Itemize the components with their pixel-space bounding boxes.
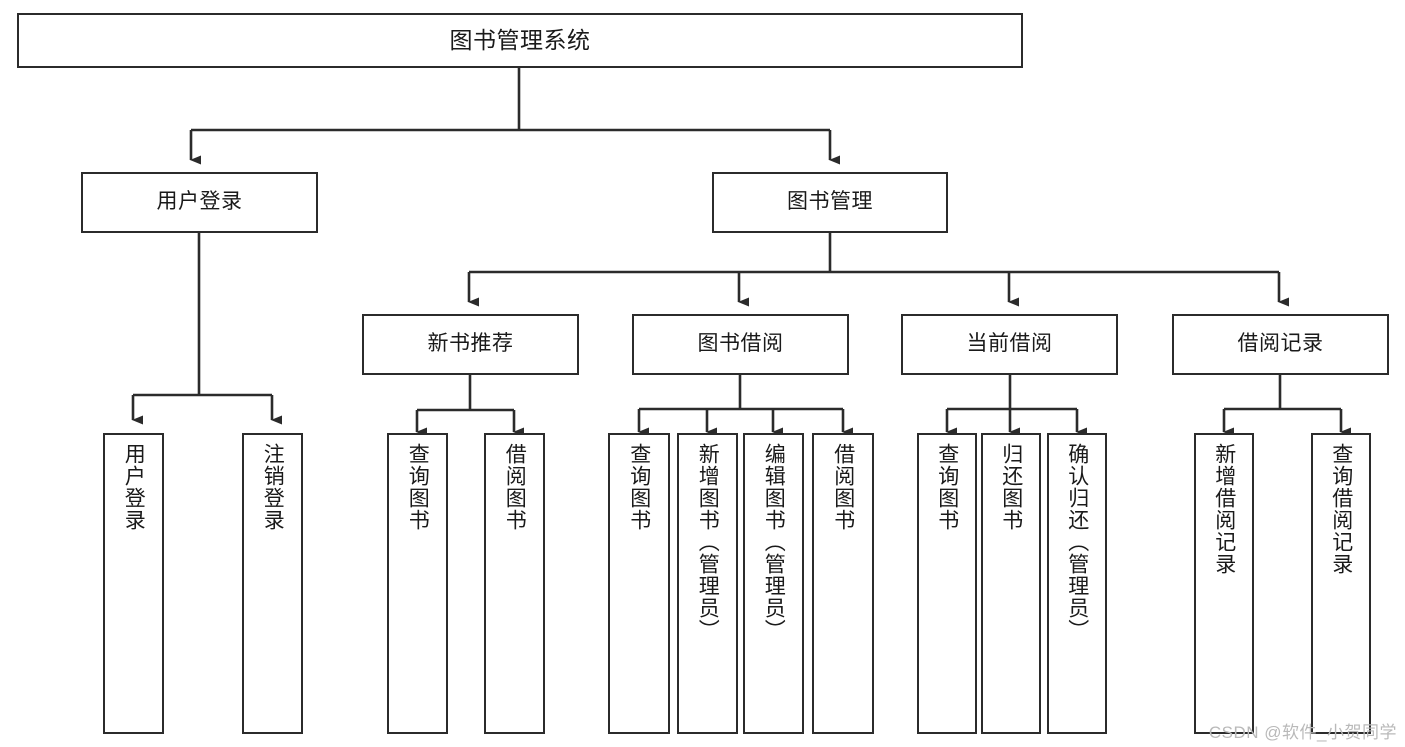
- leaf-current-borrow-query[interactable]: 查询图书: [917, 433, 977, 734]
- leaf-label: 新增图书（管理员）: [696, 443, 720, 641]
- leaf-borrow-record-add[interactable]: 新增借阅记录: [1194, 433, 1254, 734]
- node-book-borrow[interactable]: 图书借阅: [632, 314, 849, 375]
- leaf-label: 借阅图书: [831, 443, 855, 531]
- node-book-management[interactable]: 图书管理: [712, 172, 948, 233]
- node-root-label: 图书管理系统: [449, 27, 591, 54]
- leaf-book-borrow-edit[interactable]: 编辑图书（管理员）: [743, 433, 804, 734]
- node-new-book-recommend-label: 新书推荐: [427, 332, 514, 356]
- leaf-current-borrow-confirm-return[interactable]: 确认归还（管理员）: [1047, 433, 1107, 734]
- leaf-label: 查询图书: [627, 443, 651, 531]
- leaf-label: 用户登录: [122, 443, 146, 531]
- leaf-label: 查询借阅记录: [1329, 443, 1353, 575]
- leaf-book-borrow-add[interactable]: 新增图书（管理员）: [677, 433, 738, 734]
- leaf-book-borrow-borrow[interactable]: 借阅图书: [812, 433, 874, 734]
- node-current-borrow[interactable]: 当前借阅: [901, 314, 1118, 375]
- node-borrow-record[interactable]: 借阅记录: [1172, 314, 1389, 375]
- node-user-login-label: 用户登录: [156, 190, 243, 214]
- leaf-label: 查询图书: [406, 443, 430, 531]
- node-book-management-label: 图书管理: [787, 190, 873, 214]
- leaf-label: 查询图书: [935, 443, 959, 531]
- leaf-new-book-borrow[interactable]: 借阅图书: [484, 433, 545, 734]
- leaf-current-borrow-return[interactable]: 归还图书: [981, 433, 1041, 734]
- leaf-label: 编辑图书（管理员）: [762, 443, 786, 641]
- leaf-borrow-record-query[interactable]: 查询借阅记录: [1311, 433, 1371, 734]
- leaf-label: 归还图书: [999, 443, 1023, 531]
- node-new-book-recommend[interactable]: 新书推荐: [362, 314, 579, 375]
- leaf-label: 新增借阅记录: [1212, 443, 1236, 575]
- node-user-login[interactable]: 用户登录: [81, 172, 318, 233]
- node-current-borrow-label: 当前借阅: [966, 332, 1053, 356]
- node-borrow-record-label: 借阅记录: [1237, 332, 1324, 356]
- leaf-user-login-logout[interactable]: 注销登录: [242, 433, 303, 734]
- leaf-user-login-login[interactable]: 用户登录: [103, 433, 164, 734]
- watermark: CSDN @软件_小贺同学: [1208, 723, 1397, 742]
- leaf-label: 借阅图书: [503, 443, 527, 531]
- leaf-label: 注销登录: [261, 443, 285, 531]
- node-root[interactable]: 图书管理系统: [17, 13, 1023, 68]
- leaf-new-book-query[interactable]: 查询图书: [387, 433, 448, 734]
- leaf-label: 确认归还（管理员）: [1065, 443, 1089, 641]
- leaf-book-borrow-query[interactable]: 查询图书: [608, 433, 670, 734]
- node-book-borrow-label: 图书借阅: [697, 332, 784, 356]
